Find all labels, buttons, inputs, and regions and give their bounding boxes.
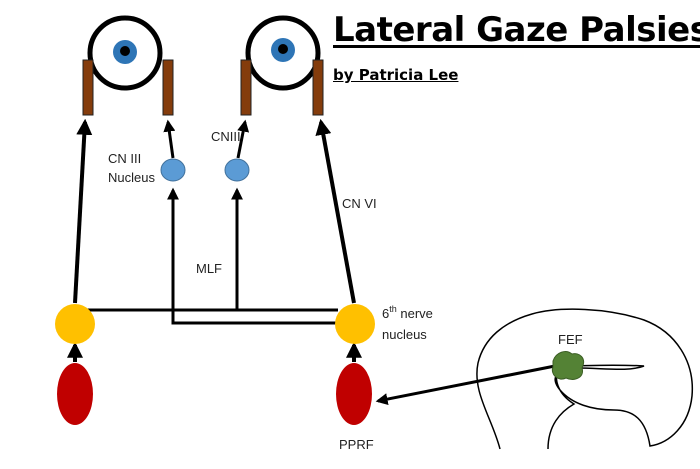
mlf-label: MLF — [196, 261, 222, 276]
sixth-nerve-superscript: th — [389, 304, 397, 314]
right-eye-lateral-rectus — [312, 59, 324, 116]
left-cn6-pathway — [73, 118, 93, 304]
fef-label: FEF — [558, 332, 583, 347]
left-sixth-nerve-nucleus — [55, 304, 95, 344]
mlf-left-to-right — [75, 187, 243, 312]
cn3-nucleus-label-line1: CN III — [108, 151, 141, 166]
left-eye-pupil — [120, 46, 130, 56]
sixth-nerve-word: nerve — [397, 306, 433, 321]
pprf-label: PPRF — [339, 437, 374, 452]
mlf-right-to-left — [167, 187, 355, 325]
sixth-nerve-nucleus-label: 6th nerve — [382, 304, 433, 321]
left-eye-medial-rectus — [162, 59, 174, 116]
right-pprf — [336, 363, 372, 425]
left-eye — [87, 15, 163, 91]
brain-outline — [476, 308, 694, 450]
left-cn3-to-medial-rectus — [163, 119, 176, 159]
right-eye-pupil — [278, 44, 288, 54]
fef-to-pprf-pathway — [375, 363, 561, 406]
left-eye-lateral-rectus — [82, 59, 94, 116]
sixth-nerve-nucleus-label-line2: nucleus — [382, 327, 427, 342]
right-eye-medial-rectus — [240, 59, 252, 116]
right-cn3-label: CNIII — [211, 129, 241, 144]
right-eye — [245, 15, 321, 91]
left-cn3-nucleus — [160, 158, 186, 182]
right-sixth-nerve-nucleus — [335, 304, 375, 344]
author-byline: by Patricia Lee — [333, 66, 459, 84]
sixth-nerve-number: 6 — [382, 306, 389, 321]
diagram-title: Lateral Gaze Palsies — [333, 10, 700, 50]
cn3-nucleus-label-line2: Nucleus — [108, 170, 155, 185]
right-cn6-pathway — [315, 118, 356, 304]
fef-region — [551, 351, 585, 380]
left-pprf — [57, 363, 93, 425]
right-cn3-nucleus — [224, 158, 250, 182]
right-cn3-to-medial-rectus — [236, 119, 250, 159]
cn6-label: CN VI — [342, 196, 377, 211]
